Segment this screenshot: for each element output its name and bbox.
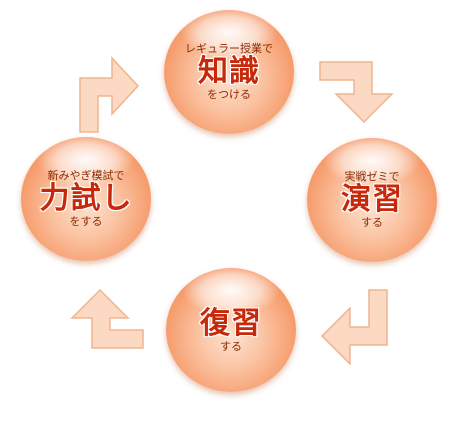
node-mock-exam-sub: をする bbox=[69, 215, 103, 229]
node-review-sub: する bbox=[220, 340, 242, 354]
elbow-arrow-icon bbox=[320, 289, 388, 366]
node-review: 復習 する bbox=[166, 268, 296, 392]
node-practice-caption: 実戦ゼミで bbox=[344, 169, 400, 183]
node-practice-title: 演習 bbox=[341, 181, 403, 217]
node-mock-exam-caption: 新みやぎ模試で bbox=[47, 168, 125, 182]
node-practice: 実戦ゼミで 演習 する bbox=[307, 138, 437, 262]
node-knowledge-caption: レギュラー授業で bbox=[185, 41, 273, 55]
node-knowledge-title: 知識 bbox=[198, 53, 260, 89]
node-knowledge: レギュラー授業で 知識 をつける bbox=[164, 10, 294, 134]
node-knowledge-sub: をつける bbox=[207, 88, 251, 102]
elbow-arrow-icon bbox=[319, 61, 394, 124]
elbow-arrow-icon bbox=[70, 288, 144, 349]
node-mock-exam: 新みやぎ模試で 力試し をする bbox=[21, 137, 151, 261]
node-review-title: 復習 bbox=[200, 305, 262, 341]
elbow-arrow-icon bbox=[79, 56, 140, 133]
node-practice-sub: する bbox=[361, 216, 383, 230]
node-mock-exam-title: 力試し bbox=[39, 180, 133, 216]
